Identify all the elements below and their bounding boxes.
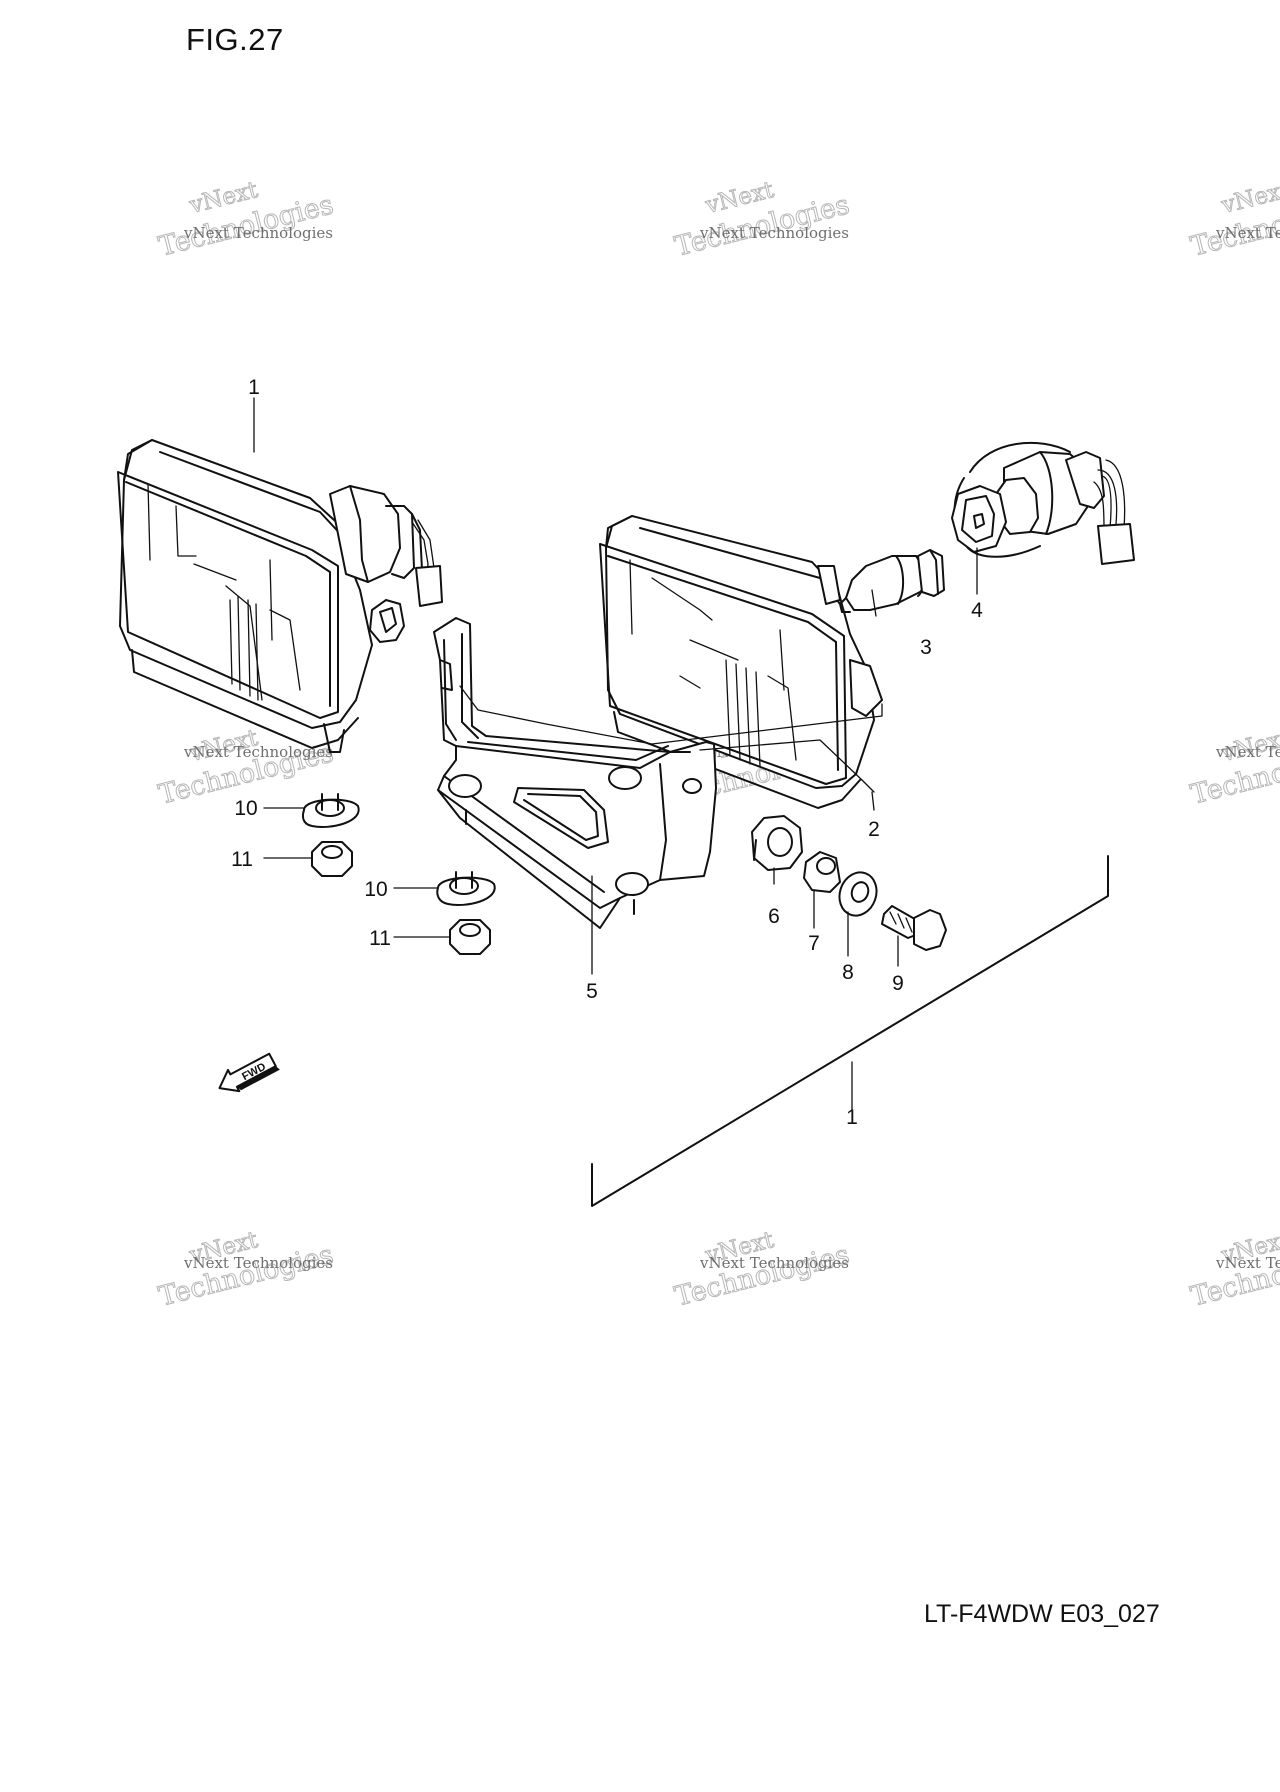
washer — [838, 871, 878, 917]
watermark-caption: vNext Technologies — [699, 1254, 849, 1272]
forward-arrow-icon: FWD — [218, 1052, 280, 1093]
callout-8: 8 — [842, 961, 854, 984]
watermark-row-bottom: vNext Technologies vNext Technologies vN… — [155, 1226, 1280, 1313]
callouts: 1 2 3 4 5 6 7 8 9 10 10 11 11 1 — [231, 376, 983, 1129]
callout-11-left: 11 — [231, 848, 253, 871]
callout-10-left: 10 — [234, 797, 257, 820]
nut-right — [449, 919, 491, 955]
callout-7: 7 — [808, 932, 820, 955]
callout-6: 6 — [768, 905, 780, 928]
collar — [803, 851, 841, 893]
watermark-caption: vNext Technologies — [183, 743, 333, 761]
grommet — [751, 815, 803, 871]
flange-washer-left — [302, 793, 360, 828]
flange-washer-right — [436, 871, 496, 906]
socket-harness — [951, 441, 1135, 565]
watermark: vNext Technologies — [671, 176, 853, 263]
watermark-caption: vNext Technologies — [1215, 224, 1280, 242]
watermark: vNext Technologies — [155, 176, 337, 263]
watermark-caption: vNext Technologies — [699, 224, 849, 242]
watermark-caption: vNext Technologies — [183, 1254, 333, 1272]
watermark: vNext Technologies — [1187, 176, 1280, 263]
watermark-caption: vNext Technologies — [183, 224, 333, 242]
figure-code: LT-F4WDW E03_027 — [924, 1600, 1160, 1628]
bolt — [881, 905, 947, 951]
nut-left — [311, 841, 353, 877]
callout-3: 3 — [920, 636, 932, 659]
callout-1-top: 1 — [248, 376, 260, 399]
watermark-caption: vNext Technologies — [1215, 1254, 1280, 1272]
figure-title: FIG.27 — [186, 22, 284, 57]
callout-1-bracket: 1 — [846, 1106, 858, 1129]
mounting-bracket — [433, 617, 717, 929]
callout-9: 9 — [892, 972, 904, 995]
callout-5: 5 — [586, 980, 598, 1003]
headlight-right — [599, 515, 883, 809]
watermark-row-top: vNext Technologies vNext Technologies vN… — [155, 176, 1280, 263]
bulb — [839, 549, 945, 613]
watermark-caption: vNext Technologies — [1215, 743, 1280, 761]
callout-10-right: 10 — [364, 878, 387, 901]
callout-2: 2 — [868, 818, 880, 841]
headlight-left — [117, 439, 443, 753]
callout-11-right: 11 — [369, 927, 391, 950]
callout-4: 4 — [971, 599, 983, 622]
leader-lines — [253, 397, 1109, 1207]
